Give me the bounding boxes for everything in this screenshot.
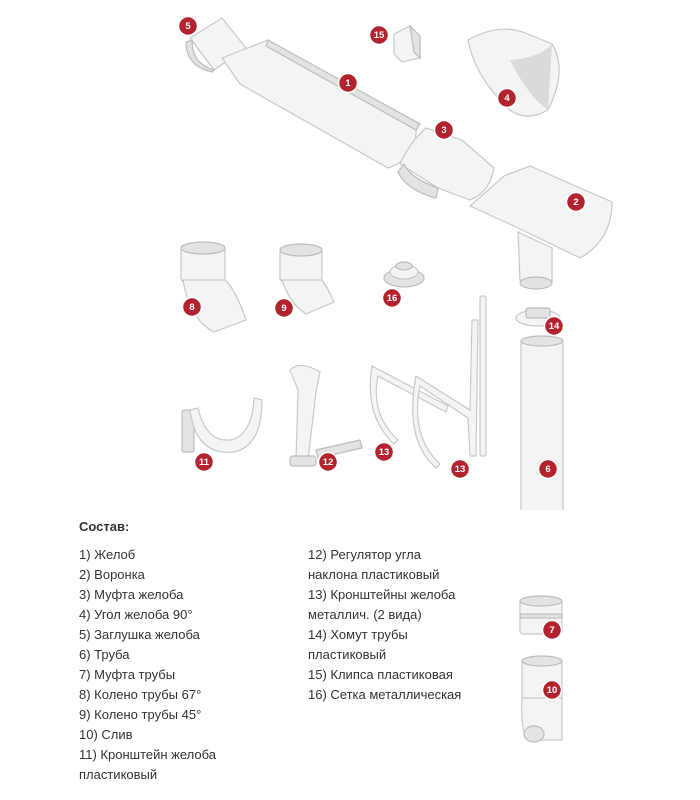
part-funnel	[468, 165, 613, 290]
part-clip	[393, 24, 421, 63]
part-number-badge: 4	[496, 87, 518, 109]
svg-text:16: 16	[387, 293, 398, 304]
part-number-badge: 16	[381, 287, 403, 309]
legend-item: 15) Клипса пластиковая	[308, 667, 453, 682]
part-pipe	[520, 335, 564, 510]
svg-text:11: 11	[199, 457, 210, 468]
part-elbow-67	[180, 241, 247, 333]
legend-item: 10) Слив	[79, 727, 133, 742]
svg-text:10: 10	[547, 685, 558, 696]
legend-item: 6) Труба	[79, 647, 130, 662]
legend-item: 8) Колено трубы 67°	[79, 687, 202, 702]
part-number-badge: 8	[181, 296, 203, 318]
legend-item: 5) Заглушка желоба	[79, 627, 200, 642]
legend: Состав: 1) Желоб 2) Воронка 3) Муфта жел…	[79, 519, 679, 782]
legend-item: 2) Воронка	[79, 567, 145, 582]
svg-text:1: 1	[345, 78, 351, 89]
legend-item: 7) Муфта трубы	[79, 667, 176, 682]
legend-item: 13) Кронштейны желоба металлич. (2 вида)	[308, 587, 456, 622]
part-number-badge: 2	[565, 191, 587, 213]
part-number-badge: 13	[373, 441, 395, 463]
svg-text:3: 3	[441, 125, 446, 136]
part-number-badge: 11	[193, 451, 215, 473]
part-number-badge: 6	[537, 458, 559, 480]
part-mesh	[383, 261, 425, 288]
svg-text:8: 8	[189, 302, 194, 313]
svg-text:15: 15	[374, 30, 385, 41]
svg-text:13: 13	[379, 447, 390, 458]
legend-column-1: 1) Желоб 2) Воронка 3) Муфта желоба 4) У…	[79, 545, 294, 785]
part-number-badge: 15	[368, 24, 390, 46]
part-plastic-bracket	[181, 397, 263, 453]
svg-text:14: 14	[549, 321, 560, 332]
part-metal-brackets	[369, 319, 479, 469]
svg-text:13: 13	[455, 464, 466, 475]
part-pipe-clamp	[479, 295, 561, 457]
part-number-badge: 9	[273, 297, 295, 319]
part-number-badge: 13	[449, 458, 471, 480]
svg-text:2: 2	[573, 197, 578, 208]
part-number-badge: 1	[337, 72, 359, 94]
legend-item: 1) Желоб	[79, 547, 136, 562]
part-angle-regulator	[289, 364, 363, 467]
svg-text:9: 9	[281, 303, 286, 314]
legend-item: 16) Сетка металлическая	[308, 687, 462, 702]
legend-item: 4) Угол желоба 90°	[79, 607, 193, 622]
legend-item: 14) Хомут трубы пластиковый	[308, 627, 408, 662]
svg-text:12: 12	[323, 457, 334, 468]
legend-column-2: 12) Регулятор угла наклона пластиковый 1…	[308, 545, 468, 705]
part-number-badge: 12	[317, 451, 339, 473]
legend-item: 12) Регулятор угла наклона пластиковый	[308, 547, 440, 582]
svg-text:4: 4	[504, 93, 510, 104]
part-gutter	[221, 39, 421, 169]
legend-item: 11) Кронштейн желоба пластиковый	[79, 747, 217, 782]
legend-item: 9) Колено трубы 45°	[79, 707, 202, 722]
svg-text:5: 5	[185, 21, 191, 32]
part-gutter-coupling	[397, 127, 495, 201]
part-number-badge: 3	[433, 119, 455, 141]
part-number-badge: 10	[541, 679, 563, 701]
legend-title: Состав:	[79, 519, 130, 534]
part-number-badge: 7	[541, 619, 563, 641]
part-gutter-corner	[467, 28, 560, 117]
part-number-badge: 5	[177, 15, 199, 37]
lower-parts: 7 10	[519, 595, 563, 743]
svg-text:6: 6	[545, 464, 550, 475]
part-elbow-45	[279, 243, 335, 315]
part-number-badge: 14	[543, 315, 565, 337]
legend-item: 3) Муфта желоба	[79, 587, 184, 602]
svg-text:7: 7	[549, 625, 554, 636]
